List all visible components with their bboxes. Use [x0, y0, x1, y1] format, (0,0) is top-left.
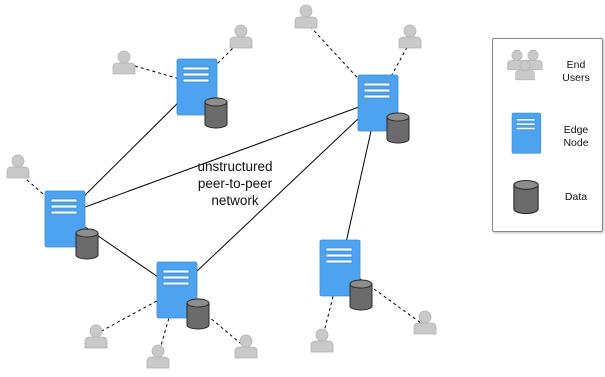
- database-icon: [204, 97, 228, 129]
- data-stores: [75, 97, 410, 330]
- network-label-line2: peer-to-peer: [197, 176, 273, 191]
- end-user-icon: [234, 334, 258, 359]
- legend-edge-node: Edge Node: [553, 124, 599, 150]
- end-user-icon: [112, 50, 136, 75]
- link-left-right: [65, 99, 379, 215]
- user-link: [17, 171, 67, 215]
- database-icon: [386, 112, 410, 144]
- legend-edge-node-line2: Node: [563, 137, 589, 149]
- end-users-group-icon: [507, 49, 543, 81]
- database-icon: [75, 228, 99, 260]
- legend-data: Data: [564, 191, 588, 203]
- legend-end-users: End Users: [553, 59, 599, 85]
- user-link: [196, 39, 242, 85]
- database-icon: [186, 298, 210, 330]
- user-link: [321, 264, 342, 341]
- end-user-icon: [146, 344, 170, 369]
- database-icon: [349, 279, 373, 311]
- legend-end-users-line1: End: [566, 59, 586, 71]
- end-user-icon: [84, 324, 108, 349]
- link-left-top: [65, 83, 198, 215]
- user-link: [134, 65, 198, 85]
- data-legend-icon: [513, 179, 539, 215]
- edge-node-legend-icon: [511, 112, 542, 154]
- end-user-icon: [398, 24, 422, 49]
- end-user-icon: [413, 310, 437, 335]
- end-user-icon: [294, 4, 318, 29]
- legend: End Users Edge Node Data: [492, 38, 603, 232]
- legend-edge-node-line1: Edge: [563, 124, 589, 136]
- end-user-icon: [229, 24, 253, 49]
- legend-end-users-line2: Users: [562, 72, 590, 84]
- legend-icons: [507, 49, 543, 215]
- network-label-line3: network: [211, 193, 259, 208]
- network-label-line1: unstructured: [197, 159, 273, 174]
- network-label: unstructured peer-to-peer network: [170, 158, 300, 209]
- end-user-icon: [6, 154, 30, 179]
- link-bottom-right: [176, 99, 379, 291]
- end-user-icon: [310, 328, 334, 353]
